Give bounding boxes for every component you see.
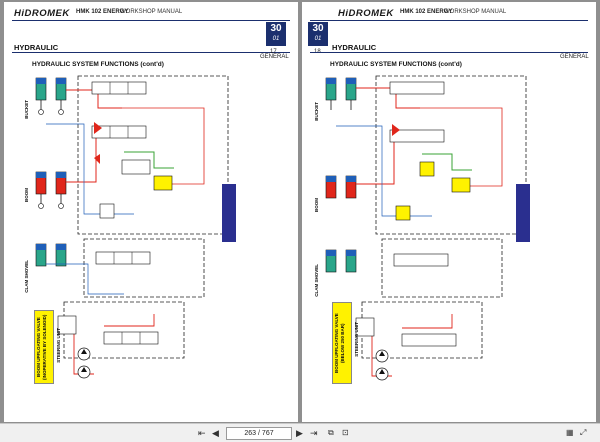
boom-label: BOOM bbox=[24, 188, 29, 202]
bucket-label: BUCKET bbox=[314, 102, 319, 121]
chapter-number: 30 bbox=[312, 23, 324, 34]
bucket-cylinders bbox=[35, 77, 67, 115]
section-title: HYDRAULIC bbox=[332, 43, 377, 52]
clam-valve-outline bbox=[83, 238, 205, 298]
model-name: HMK 102 ENERGY bbox=[76, 9, 129, 15]
diagram-title: HYDRAULIC SYSTEM FUNCTIONS (cont'd) bbox=[32, 61, 164, 68]
manual-label: WORKSHOP MANUAL bbox=[444, 9, 507, 15]
document-page-left: HiDROMEK HMK 102 ENERGY WORKSHOP MANUAL … bbox=[4, 2, 298, 422]
steering-unit-label: STEERING UNIT bbox=[56, 328, 61, 363]
chapter-badge: 30 01 bbox=[266, 22, 286, 46]
brand-logo: HiDROMEK bbox=[338, 8, 394, 19]
bucket-label: BUCKET bbox=[24, 100, 29, 119]
page-navigation-toolbar: ⇤ ◀ 263 / 767 ▶ ⇥ ⧉ ⊡ ▦ ⤢ bbox=[0, 423, 600, 442]
total-pages-value: 767 bbox=[261, 430, 274, 437]
subsection-label: GENERAL bbox=[260, 54, 289, 60]
hydraulic-schematic bbox=[35, 75, 229, 379]
chapter-badge: 30 01 bbox=[308, 22, 328, 46]
document-page-right: 30 01 HiDROMEK HMK 102 ENERGY WORKSHOP M… bbox=[302, 2, 596, 422]
bucket-cylinders bbox=[325, 77, 357, 110]
valve-spools bbox=[57, 81, 173, 345]
pumps bbox=[77, 347, 91, 379]
clam-cylinders bbox=[35, 243, 67, 267]
zoom-icon[interactable]: ⊡ bbox=[342, 428, 349, 437]
section-rule bbox=[12, 52, 290, 53]
upfloating-valve-note: BOOM UPFLOATING VALVE (INOPERATIVE BY SO… bbox=[34, 310, 54, 384]
side-tab-marker bbox=[516, 184, 530, 242]
boom-cylinders bbox=[325, 175, 357, 199]
upfloating-valve-note: BOOM UPFLOATING VALVE (BELOW 250 BAR) bbox=[332, 302, 352, 384]
page-number: 17 bbox=[270, 49, 277, 55]
chapter-number: 30 bbox=[270, 23, 282, 34]
control-valve-outline bbox=[375, 75, 527, 235]
chapter-subnumber: 01 bbox=[314, 36, 322, 42]
subsection-label: GENERAL bbox=[560, 54, 589, 60]
clam-valve-outline bbox=[381, 238, 503, 298]
header-rule bbox=[310, 20, 588, 21]
clam-cylinders bbox=[325, 249, 357, 273]
hydraulic-schematic bbox=[325, 75, 527, 381]
control-valve-outline bbox=[77, 75, 229, 235]
header-rule bbox=[12, 20, 290, 21]
fit-page-icon[interactable]: ⧉ bbox=[328, 428, 334, 437]
pumps bbox=[375, 349, 389, 381]
boom-cylinders bbox=[35, 171, 67, 209]
manual-label: WORKSHOP MANUAL bbox=[120, 9, 183, 15]
steering-valve-outline bbox=[361, 301, 483, 359]
boom-label: BOOM bbox=[314, 198, 319, 212]
brand-logo: HiDROMEK bbox=[14, 8, 70, 19]
section-title: HYDRAULIC bbox=[14, 43, 59, 52]
clam-shovel-label: CLAM SHOVEL bbox=[314, 264, 319, 297]
page-number-field[interactable]: 263 / 767 bbox=[226, 427, 292, 440]
last-page-icon[interactable]: ⇥ bbox=[310, 428, 318, 438]
steering-unit-label: STEERING UNIT bbox=[354, 322, 359, 357]
valve-spools bbox=[355, 81, 471, 347]
side-tab-marker bbox=[222, 184, 236, 242]
first-page-icon[interactable]: ⇤ bbox=[198, 428, 206, 438]
page-separator: / bbox=[258, 430, 260, 437]
fullscreen-icon[interactable]: ⤢ bbox=[580, 428, 587, 437]
clam-shovel-label: CLAM SHOVEL bbox=[24, 260, 29, 293]
view-mode-icon[interactable]: ▦ bbox=[566, 428, 574, 437]
diagram-title: HYDRAULIC SYSTEM FUNCTIONS (cont'd) bbox=[330, 61, 462, 68]
model-name: HMK 102 ENERGY bbox=[400, 9, 453, 15]
next-page-icon[interactable]: ▶ bbox=[296, 428, 303, 438]
chapter-subnumber: 01 bbox=[272, 36, 280, 42]
section-rule bbox=[310, 52, 588, 53]
current-page-value[interactable]: 263 bbox=[244, 430, 257, 437]
previous-page-icon[interactable]: ◀ bbox=[212, 428, 219, 438]
